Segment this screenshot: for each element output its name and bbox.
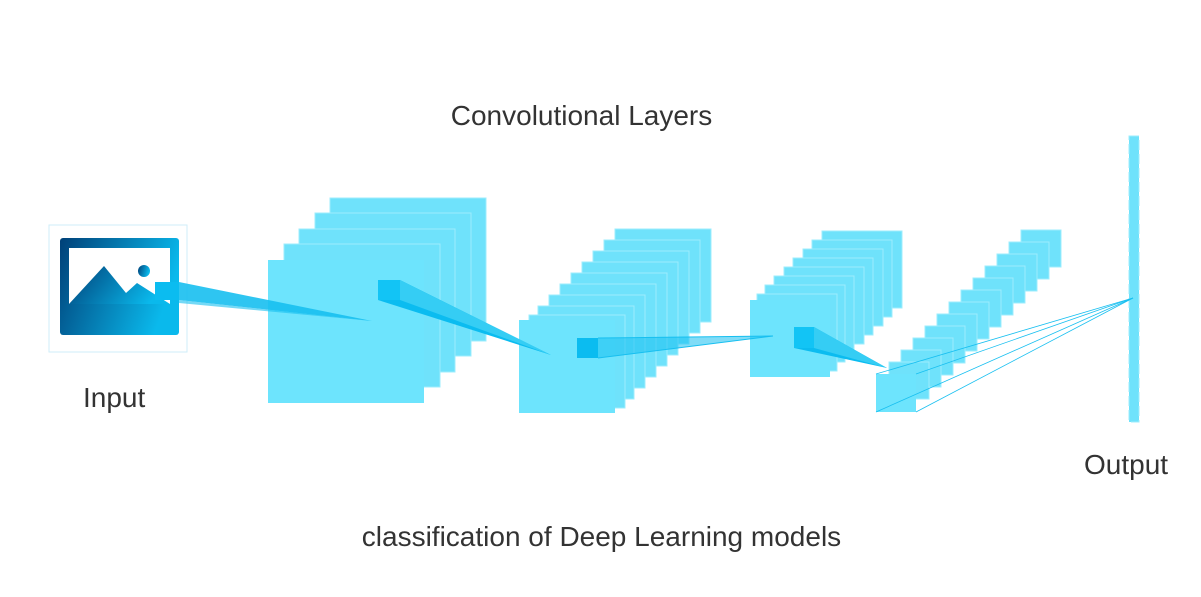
output-label: Output [1084,449,1169,480]
output-vector [1128,135,1140,423]
connector-layer4-to-output [875,297,1134,413]
connector-input-to-layer1 [155,282,372,321]
diagram-caption: classification of Deep Learning models [361,521,842,552]
conv-layer-group-3 [750,230,903,377]
conv-layer-group-4 [876,229,1062,412]
conv-layer-group-1 [268,197,487,403]
connector-layer3-to-layer4 [794,327,887,368]
conv-layer-group-2 [519,228,712,413]
connector-layer2-to-layer3 [577,335,774,359]
diagram-title: Convolutional Layers [450,100,713,131]
connector-layer1-to-layer2 [378,280,551,355]
input-label: Input [83,382,146,413]
